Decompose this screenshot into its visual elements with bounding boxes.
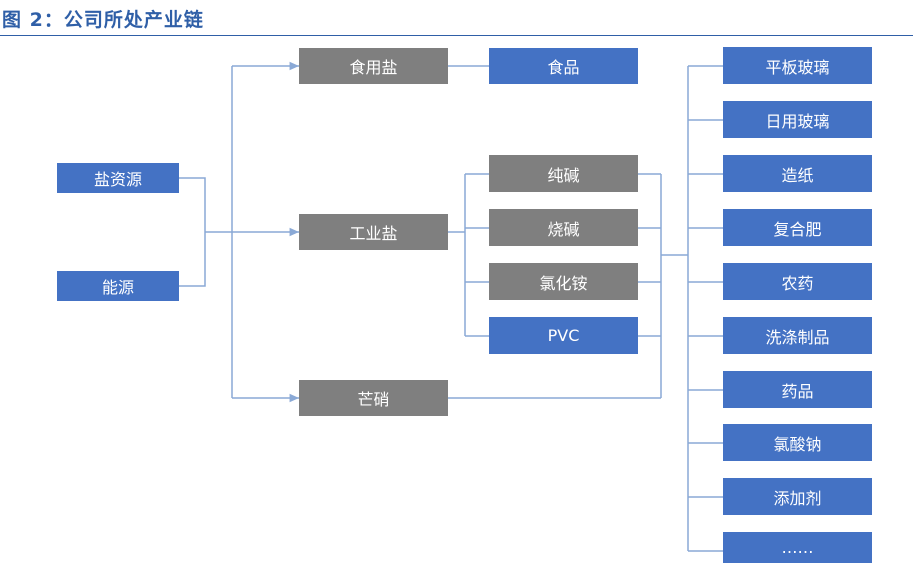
title-underline (0, 35, 900, 36)
link-salt-resource (179, 177, 206, 232)
node-app-sodium-chlorate: 氯酸钠 (723, 424, 872, 461)
node-app-daily-glass: 日用玻璃 (723, 101, 872, 138)
node-app-additive: 添加剂 (723, 478, 872, 515)
node-app-compound-fertilizer: 复合肥 (723, 209, 872, 246)
node-pvc: PVC (489, 317, 638, 354)
node-industrial-salt: 工业盐 (299, 214, 448, 250)
node-app-flat-glass: 平板玻璃 (723, 47, 872, 84)
title-underline-tick (893, 35, 913, 36)
node-ammonium-chloride: 氯化铵 (489, 263, 638, 300)
node-app-pesticide: 农药 (723, 263, 872, 300)
node-mirabilite: 芒硝 (299, 380, 448, 416)
node-app-detergent: 洗涤制品 (723, 317, 872, 354)
node-app-papermaking: 造纸 (723, 155, 872, 192)
node-edible-salt: 食用盐 (299, 48, 448, 84)
node-soda-ash: 纯碱 (489, 155, 638, 192)
link-energy (179, 232, 206, 287)
node-caustic-soda: 烧碱 (489, 209, 638, 246)
node-salt-resource: 盐资源 (57, 163, 179, 193)
node-app-more: …… (723, 532, 872, 563)
figure-title: 图 2：公司所处产业链 (2, 8, 204, 31)
node-app-medicine: 药品 (723, 371, 872, 408)
node-food: 食品 (489, 48, 638, 84)
node-energy: 能源 (57, 271, 179, 301)
